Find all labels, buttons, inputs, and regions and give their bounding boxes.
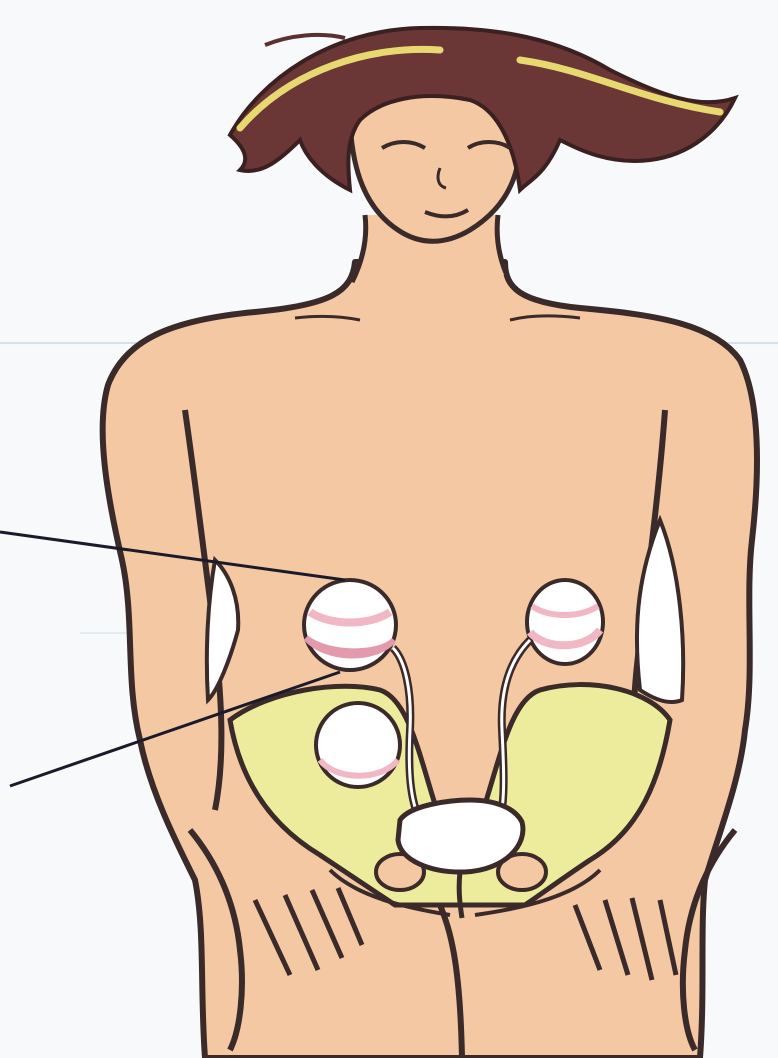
left-kidney	[304, 580, 396, 670]
bladder	[398, 800, 523, 872]
urethra	[459, 872, 462, 918]
left-renal-pelvis	[316, 703, 400, 787]
right-kidney	[527, 580, 603, 664]
